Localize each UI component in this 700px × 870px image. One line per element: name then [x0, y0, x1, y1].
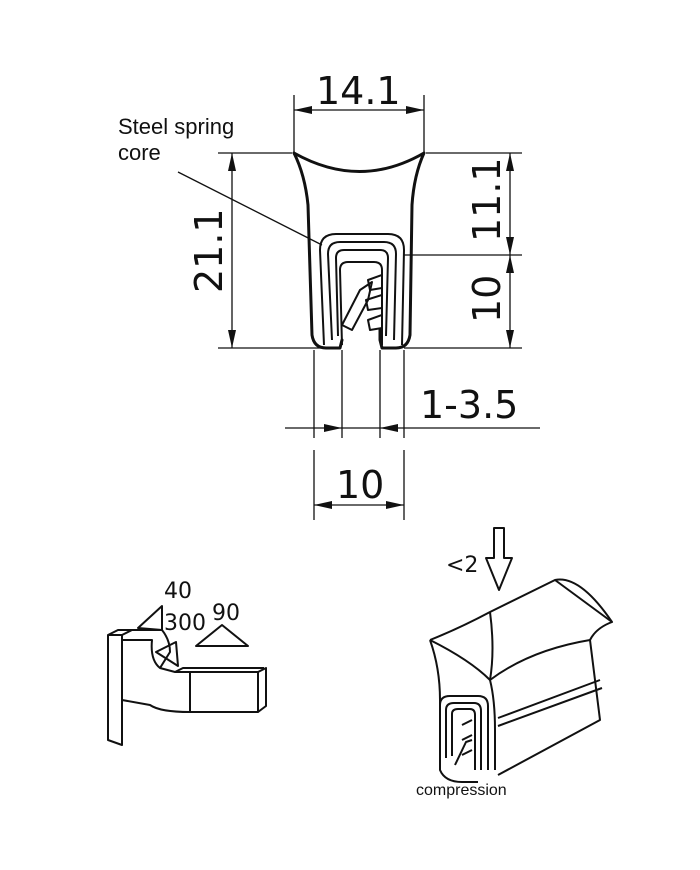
dim-base-width: 10: [336, 463, 384, 507]
dimension-lines: [177, 95, 540, 520]
angle-90-label: 90: [212, 601, 240, 626]
clamp-slot: [339, 261, 383, 346]
angle-300-triangle: [155, 641, 179, 667]
isometric-profile: [429, 527, 613, 783]
dim-lower-height: 10: [465, 275, 509, 323]
angle-40-triangle: [137, 605, 163, 631]
dim-top-width: 14.1: [316, 69, 401, 113]
dim-total-height: 21.1: [187, 208, 231, 293]
steel-core-inner2: [335, 249, 389, 337]
compression-value: <2: [446, 553, 478, 578]
profile-cross-section: [292, 151, 426, 350]
steel-core-outer: [319, 233, 405, 346]
label-compression: compression: [416, 782, 507, 799]
angle-40-label: 40: [164, 579, 192, 604]
compression-arrow-icon: [485, 527, 513, 591]
dim-clamp-range: 1-3.5: [420, 383, 518, 427]
bend-illustration: [107, 605, 267, 746]
steel-core-inner: [327, 241, 397, 341]
label-steel-core-line1: Steel spring: [118, 114, 234, 139]
angle-90-triangle: [195, 624, 249, 647]
dim-upper-height: 11.1: [465, 157, 509, 242]
gripping-fingers: [365, 274, 383, 331]
label-steel-core-line2: core: [118, 140, 161, 165]
angled-lip: [341, 281, 373, 331]
angle-300-label: 300: [164, 611, 206, 636]
